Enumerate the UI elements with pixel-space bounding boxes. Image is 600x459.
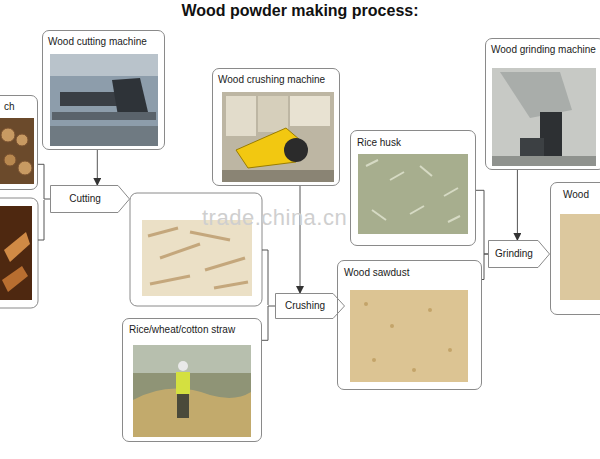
connector	[97, 150, 98, 185]
process-box: Rice husk	[350, 130, 476, 246]
wood-photo	[0, 206, 32, 300]
node-label: Grinding	[495, 248, 533, 260]
husk	[444, 188, 458, 196]
process-box: Wood sawdust	[337, 260, 482, 390]
process-box: Wood	[550, 182, 600, 315]
floor	[50, 126, 158, 146]
machine-part	[52, 112, 156, 120]
node-label: Crushing	[285, 300, 325, 312]
sawdust-specks	[364, 302, 452, 372]
log-end	[4, 154, 16, 166]
feed-line	[38, 200, 44, 240]
straw-photo	[133, 345, 251, 437]
process-box: Rice/wheat/cotton straw	[122, 318, 262, 442]
husk-photo	[358, 154, 468, 234]
node-label: Wood crushing machine	[218, 74, 325, 86]
straw-pile	[133, 389, 251, 437]
log-end	[16, 134, 28, 146]
bag	[258, 96, 288, 132]
chips	[148, 228, 248, 288]
powder-photo	[560, 214, 600, 300]
chip	[190, 232, 230, 240]
speck	[428, 308, 432, 312]
log-end	[18, 161, 32, 175]
connector	[262, 306, 275, 340]
connector	[517, 170, 518, 240]
husk	[372, 210, 386, 220]
arrow-shape	[276, 294, 345, 319]
process-arrow: Crushing	[275, 293, 345, 319]
node-label: Cutting	[69, 193, 101, 205]
chip	[160, 244, 200, 258]
motor	[520, 138, 544, 156]
process-box: Wood grinding machine	[485, 38, 600, 170]
node-label: Wood	[563, 189, 589, 201]
node-label: Rice husk	[357, 137, 401, 149]
process-arrow: Grinding	[488, 240, 550, 268]
chips-photo	[142, 220, 252, 296]
node-label: Wood grinding machine	[491, 44, 596, 56]
node-label: Rice/wheat/cotton straw	[129, 324, 235, 336]
sawdust-photo	[350, 290, 468, 382]
process-box: Wood cutting machine	[42, 30, 165, 150]
chip	[148, 228, 178, 236]
photo-frame	[0, 198, 38, 308]
speck	[372, 358, 376, 362]
arrow-shape	[51, 186, 130, 213]
bag	[290, 96, 330, 126]
diagram-title: Wood powder making process:	[181, 2, 418, 19]
chip	[205, 258, 245, 270]
arrow-shape	[489, 241, 550, 268]
worker-vest	[176, 372, 190, 394]
connector	[300, 186, 301, 293]
cyclone-pipe	[500, 72, 572, 118]
wood-piece	[2, 266, 28, 292]
sky	[133, 345, 251, 373]
worker-helmet	[178, 361, 188, 371]
connector	[482, 254, 488, 280]
machine-photo	[222, 92, 334, 182]
chip	[150, 276, 190, 284]
chip	[214, 282, 248, 288]
speck	[448, 348, 452, 352]
node-label: Wood cutting machine	[48, 36, 147, 48]
speck	[390, 324, 394, 328]
wall	[50, 54, 158, 76]
node-label: Wood sawdust	[344, 267, 409, 279]
node-label: ch	[4, 101, 15, 113]
floor	[492, 156, 596, 166]
husk	[420, 166, 432, 176]
bag	[226, 96, 256, 136]
log-photo	[0, 118, 34, 184]
husk	[410, 206, 424, 214]
floor	[222, 170, 334, 182]
husk	[390, 172, 404, 180]
machine-part	[112, 78, 148, 116]
feed-line	[262, 250, 268, 305]
speck	[364, 302, 368, 306]
title-bar: Wood powder making process:	[0, 2, 600, 20]
process-box: Wood crushing machine	[212, 68, 340, 186]
husks	[366, 160, 460, 222]
husk	[448, 216, 460, 222]
wood-piece	[4, 232, 30, 262]
log-end	[1, 128, 15, 142]
machine-wheel	[284, 138, 308, 162]
connector	[476, 190, 488, 254]
watermark: trade.china.cn	[202, 205, 347, 231]
process-box: ch	[0, 95, 38, 190]
speck	[412, 368, 416, 372]
husk	[366, 160, 378, 166]
connector	[38, 164, 50, 199]
machine-photo	[50, 54, 158, 146]
worker-legs	[177, 394, 189, 418]
process-arrow: Cutting	[50, 185, 130, 213]
machine-photo	[492, 68, 596, 166]
